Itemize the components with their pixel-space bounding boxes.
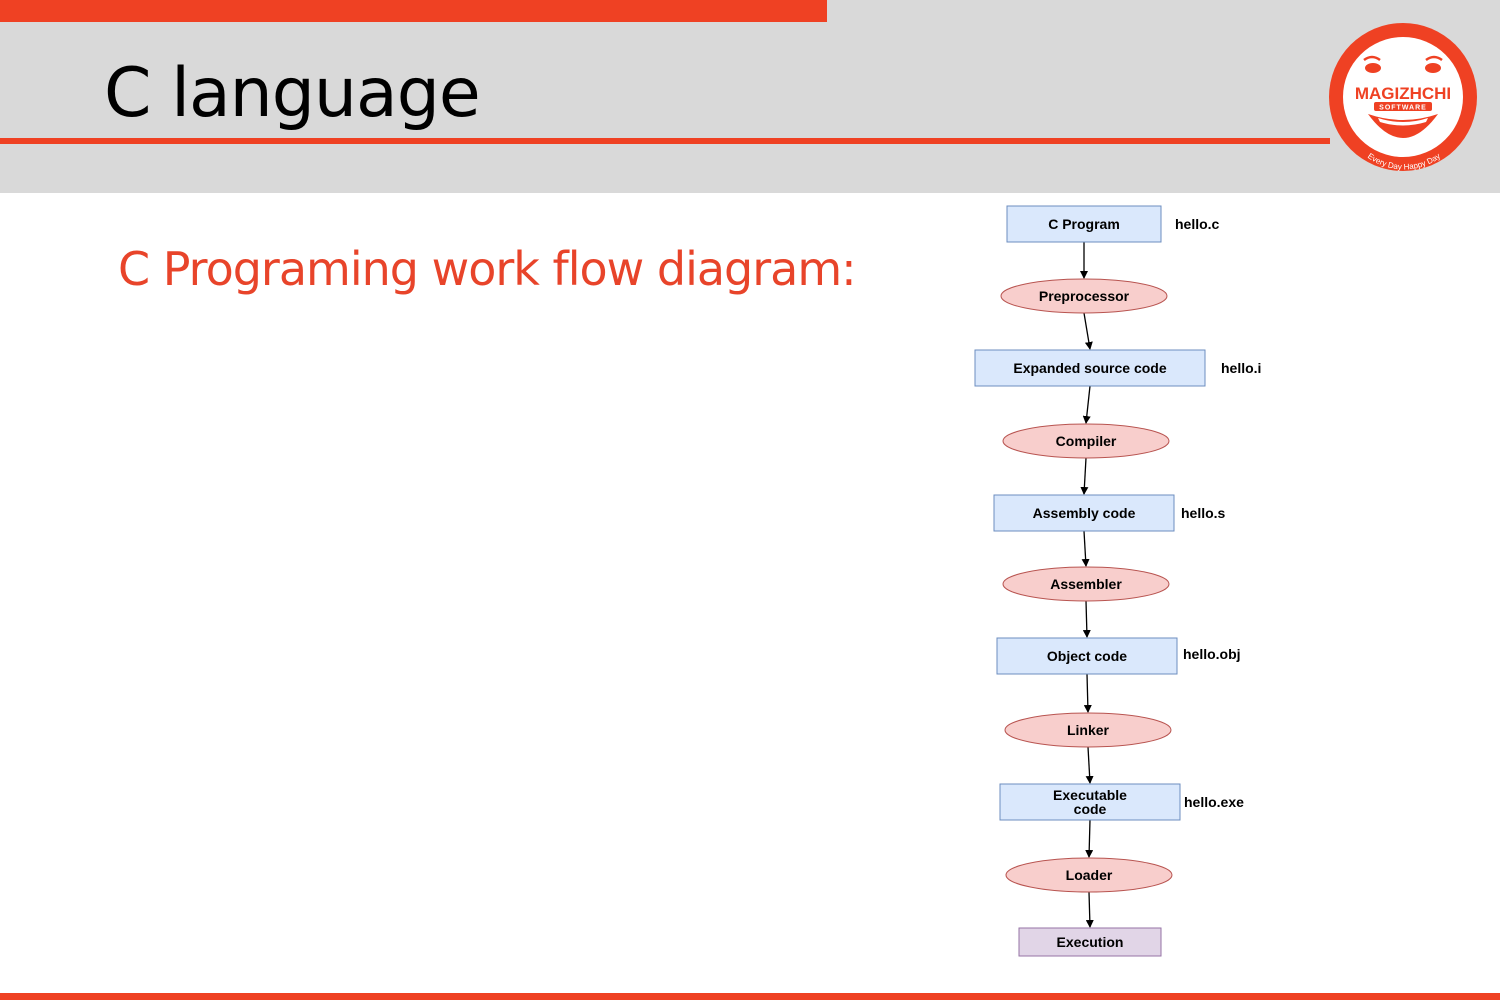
c-program-label: C Program: [1048, 216, 1120, 232]
execution-box: [1018, 927, 1162, 957]
loader-ellipse: [1005, 857, 1173, 893]
logo-sub-text: SOFTWARE: [1379, 105, 1427, 112]
flow-edges: [1080, 242, 1094, 928]
logo-brand-text: MAGIZHCHI: [1355, 84, 1451, 103]
arrow-compiler-to-assembly-code: [1080, 457, 1089, 495]
flow-node-object-code: Object code hello.obj: [996, 637, 1241, 675]
object-code-label: Object code: [1047, 648, 1127, 664]
arrow-preprocessor-to-expanded-source-code: [1083, 312, 1093, 350]
arrow-assembler-to-object-code: [1082, 600, 1091, 638]
flow-node-expanded-source-code: Expanded source code hello.i: [974, 349, 1261, 387]
c-program-file-label: hello.c: [1175, 216, 1220, 232]
slide-title: C language: [104, 54, 481, 133]
flow-node-loader: Loader: [1005, 857, 1173, 893]
assembly-code-label: Assembly code: [1033, 505, 1136, 521]
expanded-source-code-label: Expanded source code: [1013, 360, 1166, 376]
flow-node-c-program: C Program hello.c: [1006, 205, 1220, 243]
executable-code-box: [999, 783, 1181, 821]
assembly-code-box: [993, 494, 1175, 532]
arrow-executable-code-to-loader: [1085, 819, 1094, 858]
logo-right-eye: [1425, 63, 1441, 73]
object-code-file-label: hello.obj: [1183, 646, 1241, 662]
magizhchi-logo: MAGIZHCHI SOFTWARE Every Day Happy Day: [1329, 23, 1477, 171]
logo-sub-plate: [1374, 102, 1432, 111]
c-program-box: [1006, 205, 1162, 243]
arrow-object-code-to-linker: [1083, 673, 1092, 713]
arrow-loader-to-execution: [1085, 891, 1094, 928]
logo-left-eye: [1365, 63, 1381, 73]
assembler-ellipse: [1002, 566, 1170, 602]
linker-ellipse: [1004, 712, 1172, 748]
expanded-source-code-file-label: hello.i: [1221, 360, 1261, 376]
title-underline: [0, 138, 1330, 144]
arrow-linker-to-executable-code: [1085, 746, 1094, 784]
arrow-assembly-code-to-assembler: [1081, 530, 1090, 567]
compiler-label: Compiler: [1056, 433, 1117, 449]
flow-node-execution: Execution: [1018, 927, 1162, 957]
flow-node-preprocessor: Preprocessor: [1000, 278, 1168, 314]
bottom-rule: [0, 993, 1500, 1000]
assembler-label: Assembler: [1050, 576, 1122, 592]
flow-node-compiler: Compiler: [1002, 423, 1170, 459]
flow-node-assembly-code: Assembly code hello.s: [993, 494, 1226, 532]
expanded-source-code-box: [974, 349, 1206, 387]
flow-node-assembler: Assembler: [1002, 566, 1170, 602]
executable-code-file-label: hello.exe: [1184, 794, 1244, 810]
section-subtitle: C Programing work flow diagram:: [118, 242, 857, 296]
preprocessor-label: Preprocessor: [1039, 288, 1130, 304]
logo-teeth: [1378, 118, 1428, 126]
top-accent-bar: [0, 0, 827, 22]
preprocessor-ellipse: [1000, 278, 1168, 314]
logo-smile: [1368, 114, 1438, 138]
assembly-code-file-label: hello.s: [1181, 505, 1226, 521]
linker-label: Linker: [1067, 722, 1110, 738]
flow-node-linker: Linker: [1004, 712, 1172, 748]
object-code-box: [996, 637, 1178, 675]
logo-left-brow: [1363, 55, 1381, 62]
arrow-expanded-source-code-to-compiler: [1082, 385, 1091, 424]
logo-right-brow: [1425, 55, 1443, 62]
compiler-ellipse: [1002, 423, 1170, 459]
loader-label: Loader: [1066, 867, 1113, 883]
execution-label: Execution: [1057, 934, 1124, 950]
header-band: [0, 0, 1500, 193]
